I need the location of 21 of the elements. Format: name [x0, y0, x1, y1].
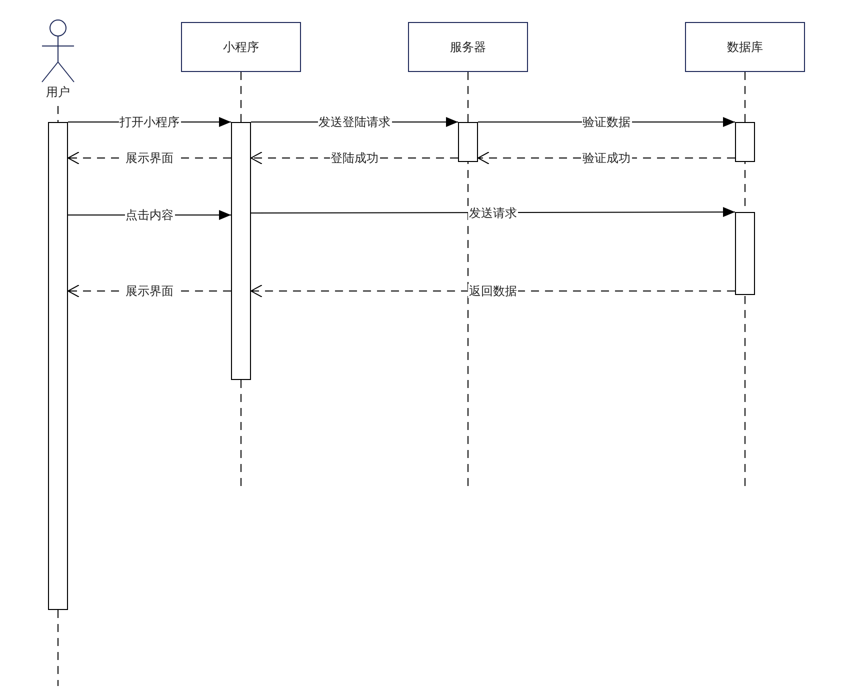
message-label: 发送请求: [468, 206, 518, 220]
message-label: 展示界面: [124, 284, 174, 298]
actor-name: 用户: [45, 84, 71, 101]
participant-box: 小程序: [181, 22, 301, 72]
message-label: 验证成功: [582, 151, 632, 165]
activation-bar: [458, 122, 478, 162]
message-label: 展示界面: [124, 151, 174, 165]
activation-bar: [735, 122, 755, 162]
message-label: 打开小程序: [118, 115, 180, 129]
activation-bar: [735, 212, 755, 295]
message-label: 登陆成功: [330, 151, 380, 165]
message-label: 验证数据: [582, 115, 632, 129]
participant-box: 数据库: [685, 22, 805, 72]
message-label: 返回数据: [468, 284, 518, 298]
message-arrow: [250, 207, 736, 218]
message-arrow: [250, 284, 736, 298]
message-label: 发送登陆请求: [318, 115, 392, 129]
message-label: 点击内容: [124, 208, 174, 222]
activation-bar: [231, 122, 251, 380]
activation-bar: [48, 122, 68, 610]
participant-box: 服务器: [408, 22, 528, 72]
